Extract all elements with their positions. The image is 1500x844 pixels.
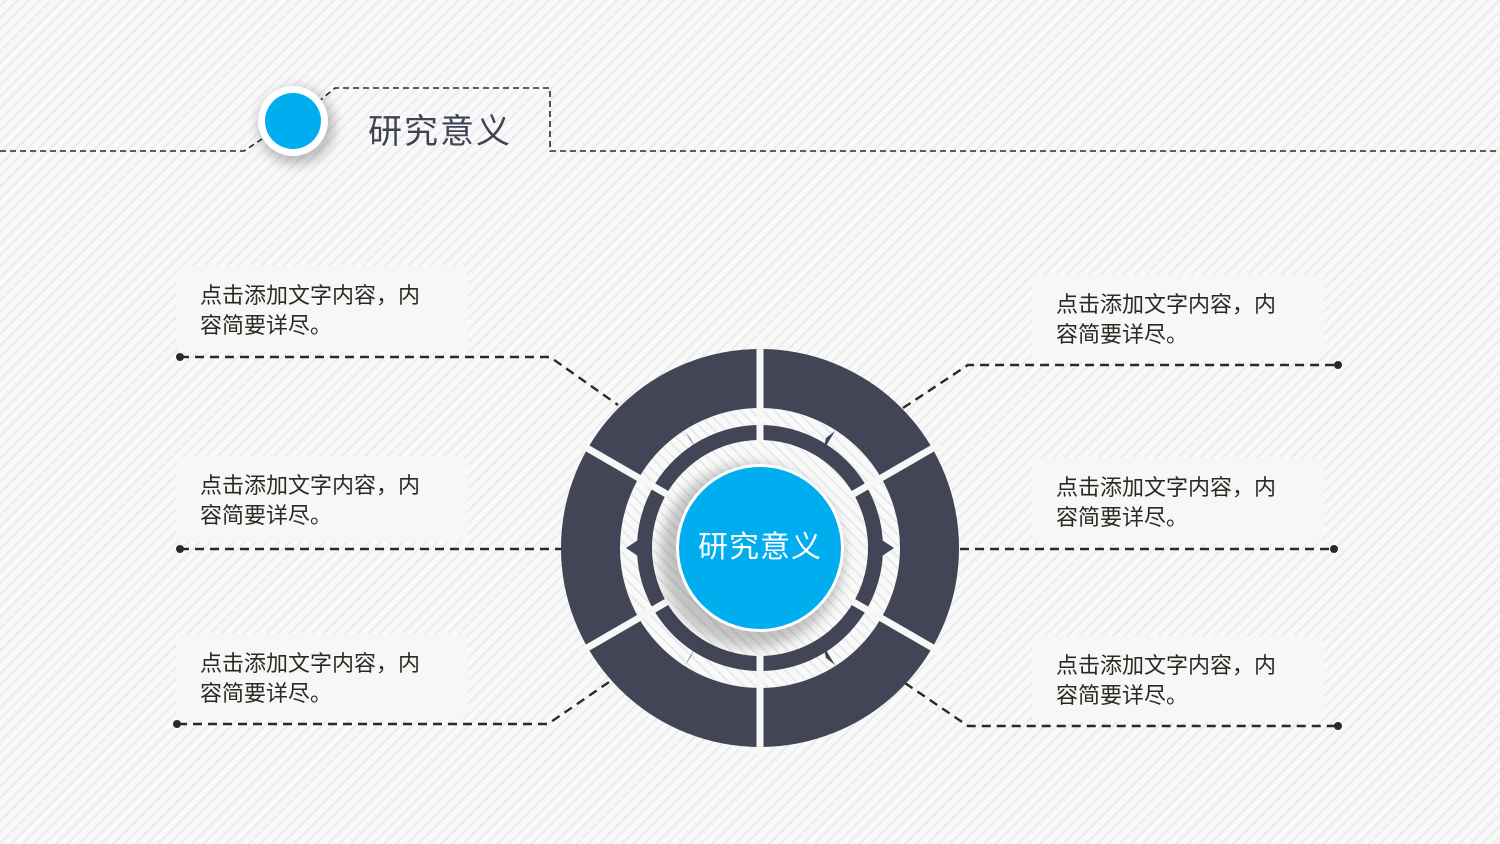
text-box-left-bottom[interactable]: 点击添加文字内容，内 容简要详尽。 — [176, 634, 468, 720]
text-line-2: 容简要详尽。 — [1056, 323, 1189, 348]
page-title: 研究意义 — [368, 112, 512, 152]
text-box-right-middle[interactable]: 点击添加文字内容，内 容简要详尽。 — [1032, 458, 1324, 544]
center-circle — [660, 464, 844, 648]
text-line-1: 点击添加文字内容，内 — [200, 284, 421, 309]
text-line-1: 点击添加文字内容，内 — [200, 474, 421, 499]
connector-right-bottom — [904, 682, 1338, 728]
text-line-2: 容简要详尽。 — [200, 504, 333, 529]
connector-lines — [178, 355, 1338, 728]
text-box-right-top[interactable]: 点击添加文字内容，内 容简要详尽。 — [1032, 275, 1324, 361]
connector-right-top — [902, 363, 1337, 410]
text-line-2: 容简要详尽。 — [1056, 684, 1189, 709]
text-box-left-top[interactable]: 点击添加文字内容，内 容简要详尽。 — [176, 266, 468, 352]
connector-left-bottom — [178, 679, 613, 726]
text-line-1: 点击添加文字内容，内 — [1056, 293, 1277, 318]
text-line-1: 点击添加文字内容，内 — [1056, 654, 1277, 679]
connector-left-top — [180, 355, 619, 406]
text-line-1: 点击添加文字内容，内 — [1056, 476, 1277, 501]
text-line-2: 容简要详尽。 — [200, 682, 333, 707]
text-line-2: 容简要详尽。 — [1056, 506, 1189, 531]
text-box-right-bottom[interactable]: 点击添加文字内容，内 容简要详尽。 — [1032, 636, 1324, 722]
connector-dots — [173, 353, 1342, 730]
center-label: 研究意义 — [698, 530, 822, 565]
header-circle-icon — [258, 86, 334, 164]
header-divider-line — [0, 87, 1500, 152]
text-line-1: 点击添加文字内容，内 — [200, 652, 421, 677]
text-box-left-middle[interactable]: 点击添加文字内容，内 容简要详尽。 — [176, 456, 468, 542]
text-line-2: 容简要详尽。 — [200, 314, 333, 339]
